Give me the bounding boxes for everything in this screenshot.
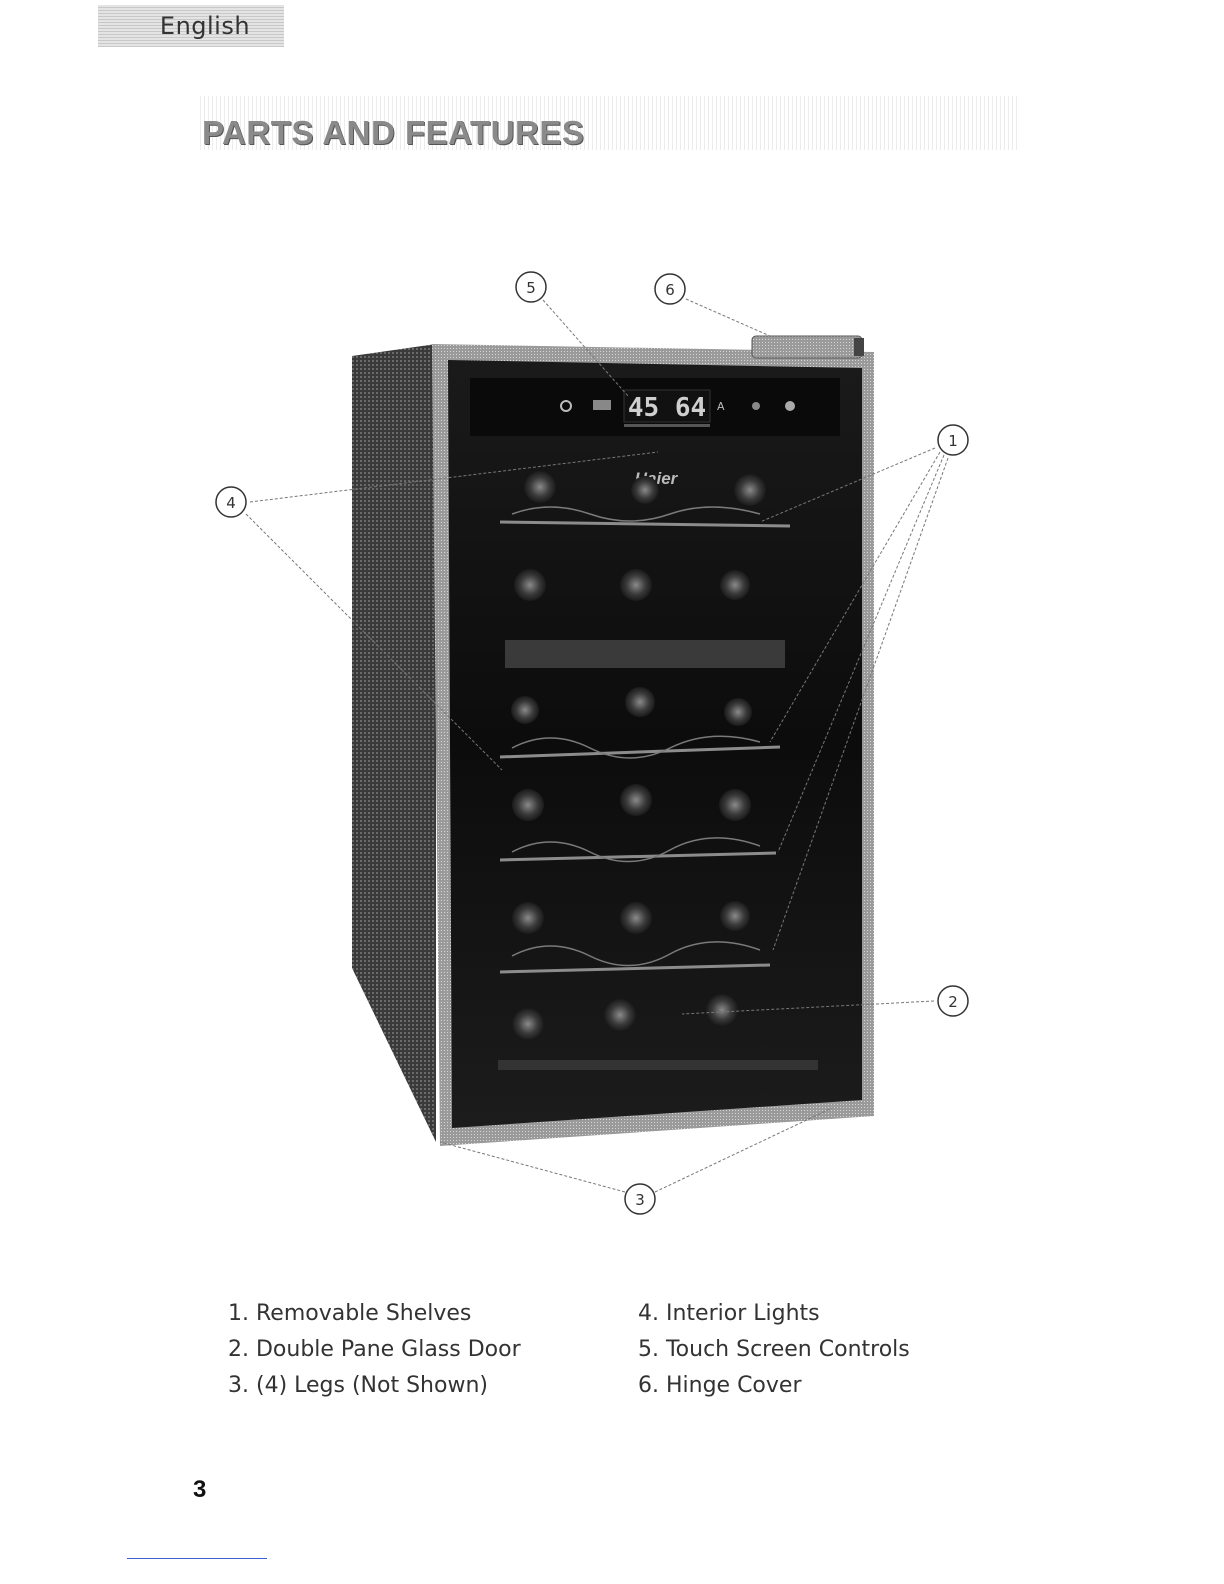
temperature-display xyxy=(624,390,710,422)
door-glass xyxy=(448,360,862,1128)
display-readout: 45 64 xyxy=(628,393,706,423)
part-item: 4. Interior Lights xyxy=(638,1300,948,1327)
svg-text:2: 2 xyxy=(948,993,958,1011)
svg-text:5: 5 xyxy=(526,279,536,297)
callout-6: 6 xyxy=(655,274,685,304)
callouts: 5 6 1 4 2 3 xyxy=(216,272,968,1214)
svg-text:A: A xyxy=(717,400,725,413)
footer-rule xyxy=(127,1558,267,1559)
page-number: 3 xyxy=(193,1476,206,1504)
callout-1: 1 xyxy=(938,425,968,455)
part-item: 3. (4) Legs (Not Shown) xyxy=(228,1372,638,1399)
control-panel xyxy=(470,378,840,436)
power-button xyxy=(561,401,571,411)
part-item: 1. Removable Shelves xyxy=(228,1300,638,1327)
callout-3: 3 xyxy=(625,1184,655,1214)
page-title: PARTS AND FEATURES xyxy=(202,114,584,152)
brand-logo: Haier xyxy=(635,469,679,488)
svg-text:4: 4 xyxy=(226,494,236,512)
svg-text:1: 1 xyxy=(948,432,958,450)
bottles xyxy=(511,471,766,1040)
shelves xyxy=(500,522,790,972)
part-item: 6. Hinge Cover xyxy=(638,1372,948,1399)
side-panel xyxy=(352,344,436,1142)
svg-text:6: 6 xyxy=(665,281,675,299)
part-item: 2. Double Pane Glass Door xyxy=(228,1336,638,1363)
leader-lines xyxy=(246,299,948,1192)
part-item: 5. Touch Screen Controls xyxy=(638,1336,948,1363)
callout-5: 5 xyxy=(516,272,546,302)
callout-4: 4 xyxy=(216,487,246,517)
svg-text:3: 3 xyxy=(635,1191,645,1209)
language-label: English xyxy=(132,12,250,40)
hinge-cover xyxy=(752,336,862,358)
parts-list: 1. Removable Shelves 4. Interior Lights … xyxy=(228,1300,948,1399)
callout-2: 2 xyxy=(938,986,968,1016)
cabinet-frame xyxy=(432,344,874,1146)
language-tab: English xyxy=(98,5,284,47)
